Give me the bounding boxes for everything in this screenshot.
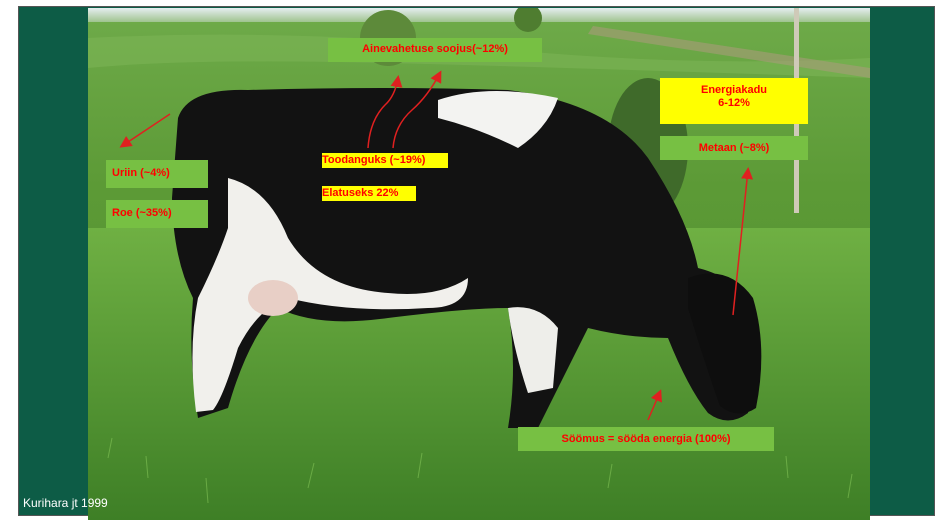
urine-label: Uriin (~4%) [106,160,208,188]
methane-label: Metaan (~8%) [660,136,808,160]
energy-loss-title: Energiakadu [660,84,808,97]
feces-label: Roe (~35%) [106,200,208,228]
maintenance-label: Elatuseks 22% [322,186,416,201]
source-credit: Kurihara jt 1999 [23,496,108,510]
metabolic-heat-label: Ainevahetuse soojus(~12%) [328,38,542,62]
production-label: Toodanguks (~19%) [322,153,448,168]
energy-loss-label: Energiakadu 6-12% [660,78,808,124]
energy-loss-value: 6-12% [660,97,808,110]
intake-label: Söömus = sööda energia (100%) [518,427,774,451]
